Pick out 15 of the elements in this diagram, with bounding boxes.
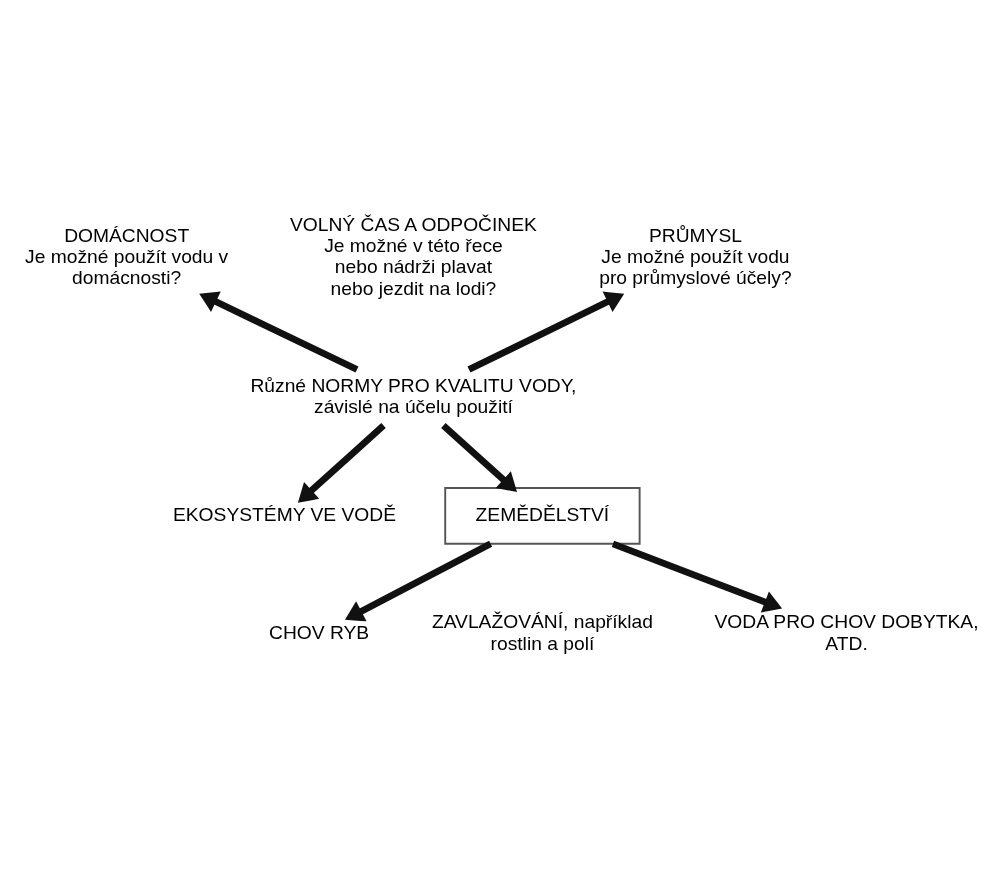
arrow xyxy=(344,540,493,621)
node-box: ZEMĚDĚLSTVÍ xyxy=(444,486,641,545)
node-text: VODA PRO CHOV DOBYTKA, ATD. xyxy=(714,610,979,654)
node-text: PRŮMYSL Je možné použít vodu pro průmyslové účely? xyxy=(599,224,792,288)
arrow xyxy=(467,291,625,372)
node-text: Různé NORMY PRO KVALITU VODY, závislé na účelu použití xyxy=(250,374,577,417)
node-text: ZAVLAŽOVÁNÍ, například rostlin a polí xyxy=(431,610,653,654)
arrow xyxy=(199,291,359,372)
node-text: CHOV RYB xyxy=(269,621,370,643)
arrow xyxy=(441,422,518,492)
arrow xyxy=(611,540,783,613)
node-text: EKOSYSTÉMY VE VODĚ xyxy=(172,503,397,525)
node-text: VOLNÝ ČAS A ODPOČINEK Je možné v této řece nebo nádrži plavat nebo jezdit na lodi? xyxy=(290,213,537,299)
arrow xyxy=(297,422,386,503)
node-text: DOMÁCNOST Je možné použít vodu v domácnosti? xyxy=(25,224,229,288)
